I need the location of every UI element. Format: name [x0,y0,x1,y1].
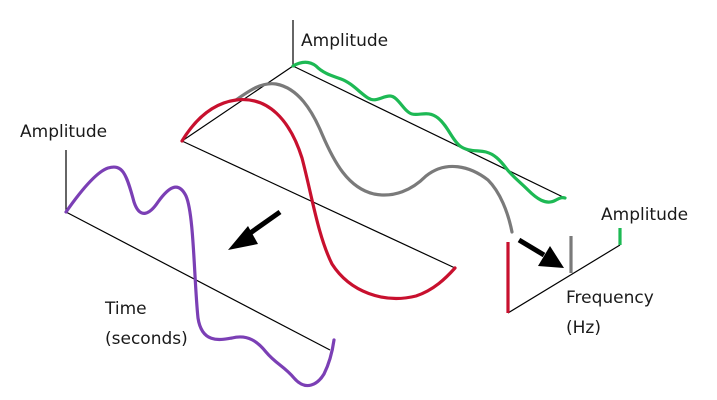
amplitude-label-left: Amplitude [20,122,107,142]
plane-front-edge [181,140,456,269]
amplitude-label-top: Amplitude [301,31,388,51]
high-frequency-green-wave [291,60,567,204]
frequency-unit-label: (Hz) [566,318,601,338]
time-label: Time [104,299,147,319]
arrow-to-time-domain [228,209,282,250]
time-domain-purple-signal [64,165,336,388]
plane-left-edge [181,65,294,142]
frequency-axis [507,244,621,314]
mid-frequency-gray-wave [234,82,514,234]
amplitude-label-right: Amplitude [601,205,688,225]
low-frequency-red-wave [180,97,457,301]
time-axis [65,211,331,351]
plane-back-edge [292,65,566,199]
frequency-label: Frequency [566,288,654,308]
time-unit-label: (seconds) [105,329,188,349]
arrow-to-frequency-domain [517,237,564,268]
